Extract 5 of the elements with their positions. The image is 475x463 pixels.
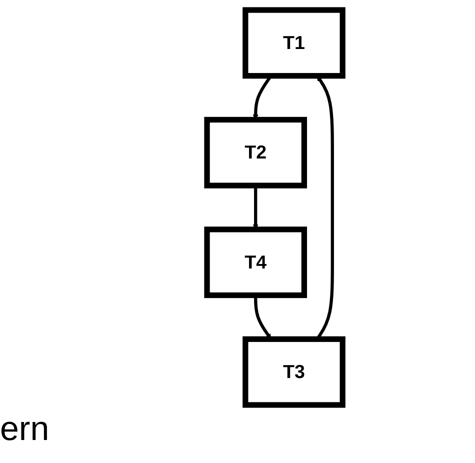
node-box: T4 [204,226,308,298]
node-box: T3 [242,336,346,408]
note-text: ern [0,410,50,449]
node-box: T2 [204,116,308,188]
node-box: T1 [242,7,346,79]
